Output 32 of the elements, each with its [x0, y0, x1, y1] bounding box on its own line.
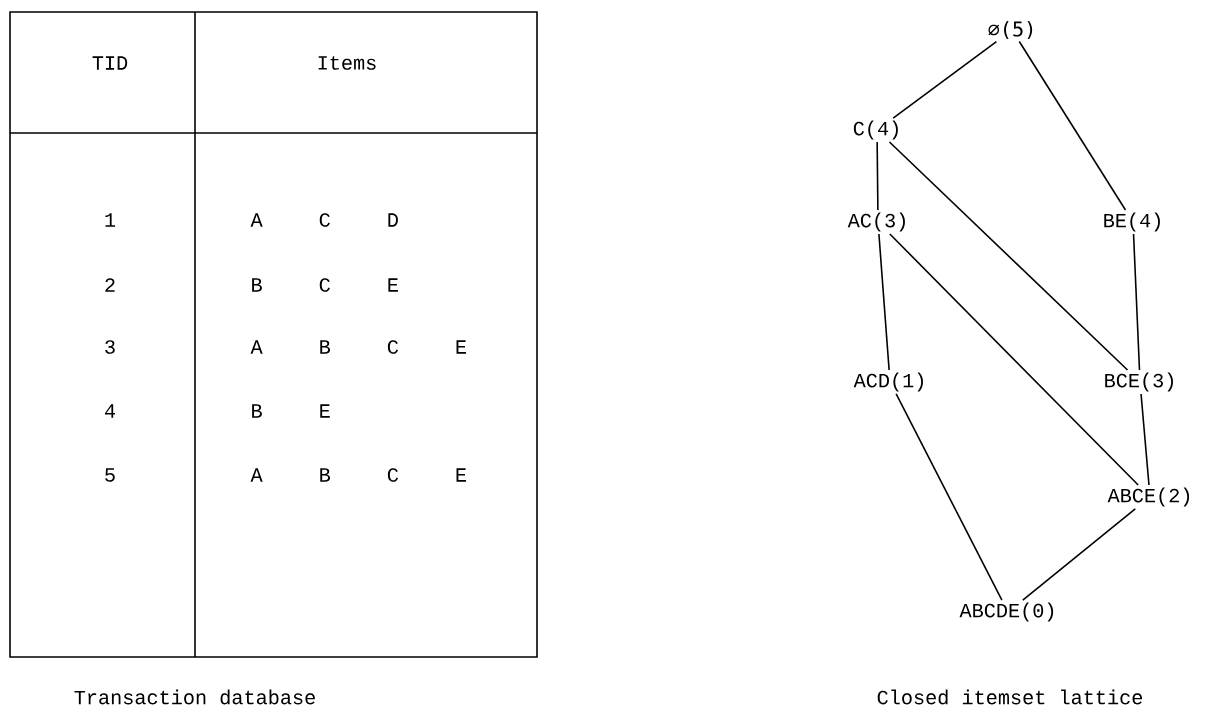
lattice-line [1140, 393, 1150, 486]
table-cell: 5 [105, 468, 115, 482]
table-cell: 1 [105, 213, 116, 227]
table-cell: A C D [250, 213, 398, 227]
table-cell: 4 [104, 404, 116, 418]
table-cell: B C E [252, 278, 398, 292]
lattice-line [1022, 508, 1137, 601]
lattice-line [1132, 233, 1141, 371]
table-cell: A B C E [250, 340, 466, 354]
lattice-line [895, 393, 1003, 601]
lattice-line [876, 141, 879, 211]
caption: Closed itemset lattice [877, 689, 1143, 705]
lattice-line [888, 141, 1129, 371]
table-cell: TID [92, 56, 128, 70]
itemset-label: ACD(1) [853, 372, 923, 392]
lattice-line [1018, 40, 1127, 211]
itemset-label: ABCE(2) [1107, 487, 1190, 507]
itemset-label: BCE(3) [1105, 372, 1173, 392]
itemset-label: AC(3) [847, 212, 905, 232]
lattice-line [878, 233, 890, 371]
itemset-label: ∅(5) [988, 21, 1033, 39]
table-cell: Items [318, 56, 376, 70]
table-cell: 2 [105, 278, 115, 292]
table-cell: A B C E [250, 468, 466, 482]
lattice-line [889, 233, 1139, 486]
itemset-label: ABCDE(0) [959, 602, 1054, 622]
table-cell: 3 [105, 340, 115, 354]
table-cell: B E [252, 404, 330, 418]
itemset-label: C(4) [853, 120, 898, 140]
itemset-label: BE(4) [1104, 212, 1160, 232]
caption: Transaction database [74, 689, 315, 705]
lattice-line [892, 40, 998, 119]
